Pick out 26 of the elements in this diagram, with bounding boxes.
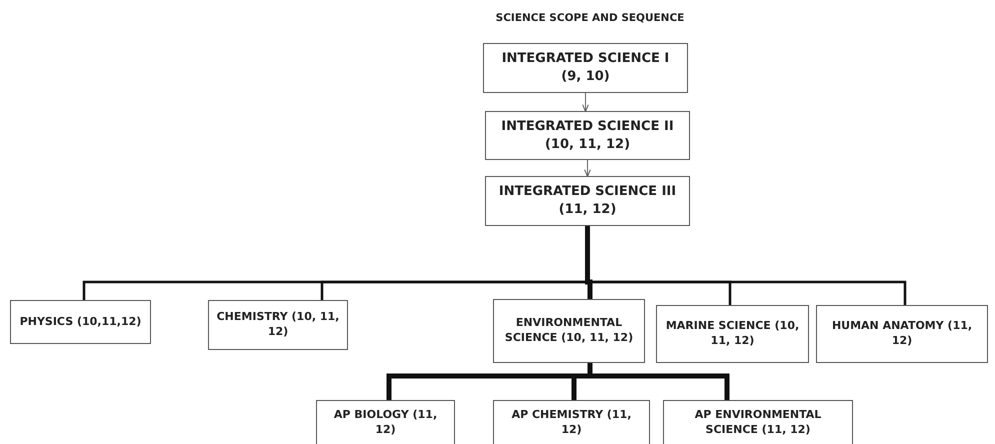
course-label: ENVIRONMENTAL SCIENCE (10, 11, 12) bbox=[504, 316, 634, 346]
course-box bbox=[483, 43, 688, 93]
course-label: INTEGRATED SCIENCE I (9, 10) bbox=[500, 50, 670, 86]
course-box bbox=[316, 400, 455, 444]
course-box bbox=[816, 305, 988, 363]
course-box bbox=[485, 176, 690, 226]
course-label: INTEGRATED SCIENCE II (10, 11, 12) bbox=[500, 118, 675, 154]
diagram-title: SCIENCE SCOPE AND SEQUENCE bbox=[494, 12, 686, 24]
connector-line bbox=[585, 226, 592, 299]
course-box bbox=[10, 300, 151, 344]
course-box bbox=[663, 400, 853, 444]
course-label: AP BIOLOGY (11, 12) bbox=[332, 408, 438, 438]
course-label: HUMAN ANATOMY (11, 12) bbox=[830, 319, 974, 349]
course-label: AP CHEMISTRY (11, 12) bbox=[510, 408, 632, 438]
course-box bbox=[493, 400, 650, 444]
course-label: PHYSICS (10,11,12) bbox=[20, 314, 142, 330]
arrow bbox=[584, 160, 591, 178]
course-box bbox=[493, 299, 645, 363]
course-label: CHEMISTRY (10, 11, 12) bbox=[216, 310, 340, 340]
course-box bbox=[208, 300, 348, 350]
arrow bbox=[582, 92, 589, 112]
course-box bbox=[656, 305, 809, 363]
course-label: AP ENVIRONMENTAL SCIENCE (11, 12) bbox=[694, 408, 822, 438]
course-label: MARINE SCIENCE (10, 11, 12) bbox=[664, 319, 800, 349]
course-label: INTEGRATED SCIENCE III (11, 12) bbox=[498, 183, 678, 219]
course-box bbox=[485, 111, 690, 160]
